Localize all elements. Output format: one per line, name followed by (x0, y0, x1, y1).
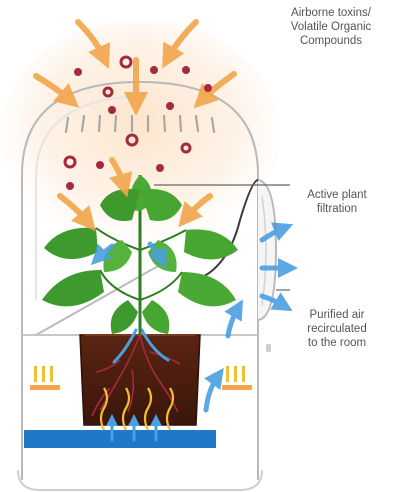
heater-left (30, 366, 60, 390)
plant-pot (80, 335, 200, 425)
heater-right (222, 366, 252, 390)
toxins-label-line-3: Compounds (268, 34, 394, 48)
toxins-label-line-2: Volatile Organic (268, 20, 394, 34)
purified-label-line-3: to the room (292, 336, 382, 350)
filtration-label-line-1: Active plant (292, 188, 382, 202)
toxins-label-line-1: Airborne toxins/ (268, 6, 394, 20)
purified-label-line-2: recirculated (292, 322, 382, 336)
purified-label: Purified air recirculated to the room (292, 308, 382, 350)
filtration-label: Active plant filtration (292, 188, 382, 216)
filtration-label-line-2: filtration (292, 202, 382, 216)
purified-label-line-1: Purified air (292, 308, 382, 322)
water-reservoir (24, 430, 216, 448)
toxins-label: Airborne toxins/ Volatile Organic Compou… (268, 6, 394, 48)
